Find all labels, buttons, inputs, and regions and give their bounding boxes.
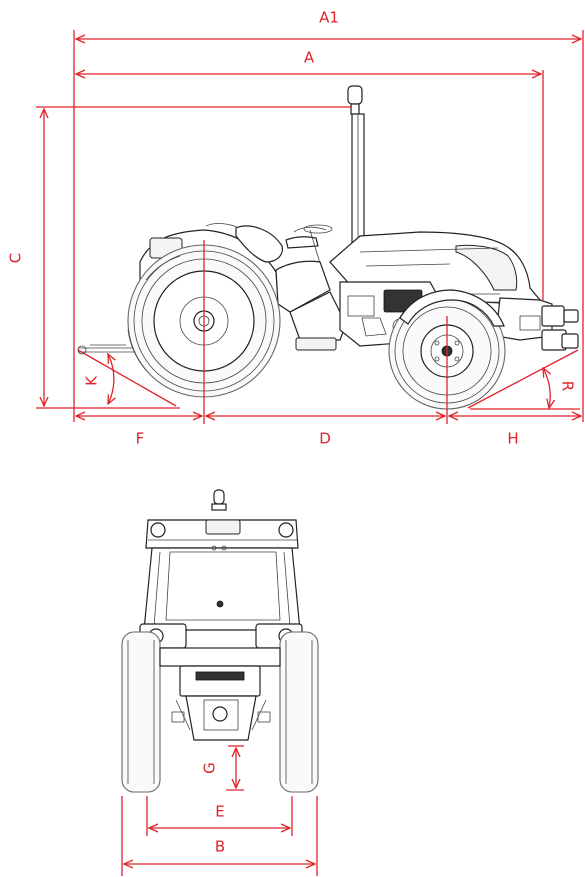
side-view-dimensions: A1 A C K R F D H xyxy=(7,9,584,448)
dimension-label-h: H xyxy=(507,430,518,448)
rear-hitch-drawing xyxy=(77,344,140,355)
dimension-label-d: D xyxy=(319,430,331,448)
rear-view-dimensions: G E B xyxy=(121,745,318,876)
dimension-label-f: F xyxy=(136,430,145,448)
dimension-label-c: C xyxy=(7,253,25,263)
beacon-drawing xyxy=(211,489,227,511)
rear-angle-arc-k xyxy=(108,354,114,404)
dimension-label-e: E xyxy=(215,803,224,821)
tractor-rear-view xyxy=(121,489,319,793)
dimension-label-k: K xyxy=(83,375,101,386)
rear-angle-line-k xyxy=(77,349,177,407)
dimension-label-a1: A1 xyxy=(319,9,339,27)
dimension-label-r: R xyxy=(559,381,577,391)
dimension-label-a: A xyxy=(304,49,315,67)
cab-frame-drawing xyxy=(143,545,301,631)
dimension-label-b: B xyxy=(215,838,225,856)
rear-axle-hitch-drawing xyxy=(159,647,281,741)
cab-roof-drawing xyxy=(145,519,299,549)
rear-tires-drawing xyxy=(121,631,319,793)
tractor-side-view xyxy=(77,85,579,410)
front-angle-arc-r xyxy=(543,368,550,408)
front-angle-line-r xyxy=(467,349,579,409)
dimension-label-g: G xyxy=(201,762,219,774)
